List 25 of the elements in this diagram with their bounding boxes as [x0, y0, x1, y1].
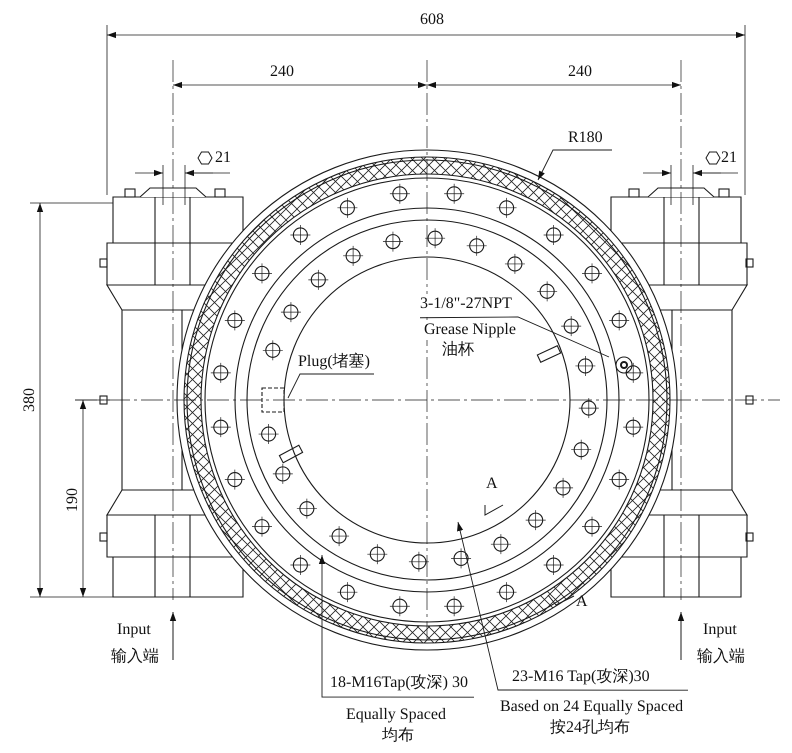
callout-text: 23-M16 Tap(攻深)30 [512, 667, 650, 687]
callout-text: Plug(堵塞) [298, 352, 370, 372]
dimension-text: 190 [63, 488, 82, 512]
input-label: 输入端 [697, 647, 745, 667]
leader-line [420, 316, 610, 358]
dimension-text: 380 [20, 388, 39, 412]
leader-line [457, 522, 688, 691]
note-text: Grease Nipple [424, 320, 516, 340]
leader-line [318, 554, 474, 698]
note-text: Based on 24 Equally Spaced [500, 697, 684, 717]
leader-line [288, 374, 374, 398]
callout-text: 3-1/8"-27NPT [420, 294, 512, 314]
dimension-text: 240 [568, 62, 592, 82]
input-label: Input [117, 620, 151, 640]
input-label: 输入端 [111, 647, 159, 667]
dimension-text: 608 [420, 10, 444, 30]
callout-text: 18-M16Tap(攻深) 30 [330, 673, 468, 693]
input-label: Input [703, 620, 737, 640]
section-label: A [486, 474, 498, 494]
leader-line [538, 150, 612, 180]
dimension-text: 21 [215, 148, 231, 168]
dimension-text: 21 [721, 148, 737, 168]
note-text: Equally Spaced [346, 705, 446, 725]
section-label: A [576, 592, 588, 612]
dimension-text: 240 [270, 62, 294, 82]
